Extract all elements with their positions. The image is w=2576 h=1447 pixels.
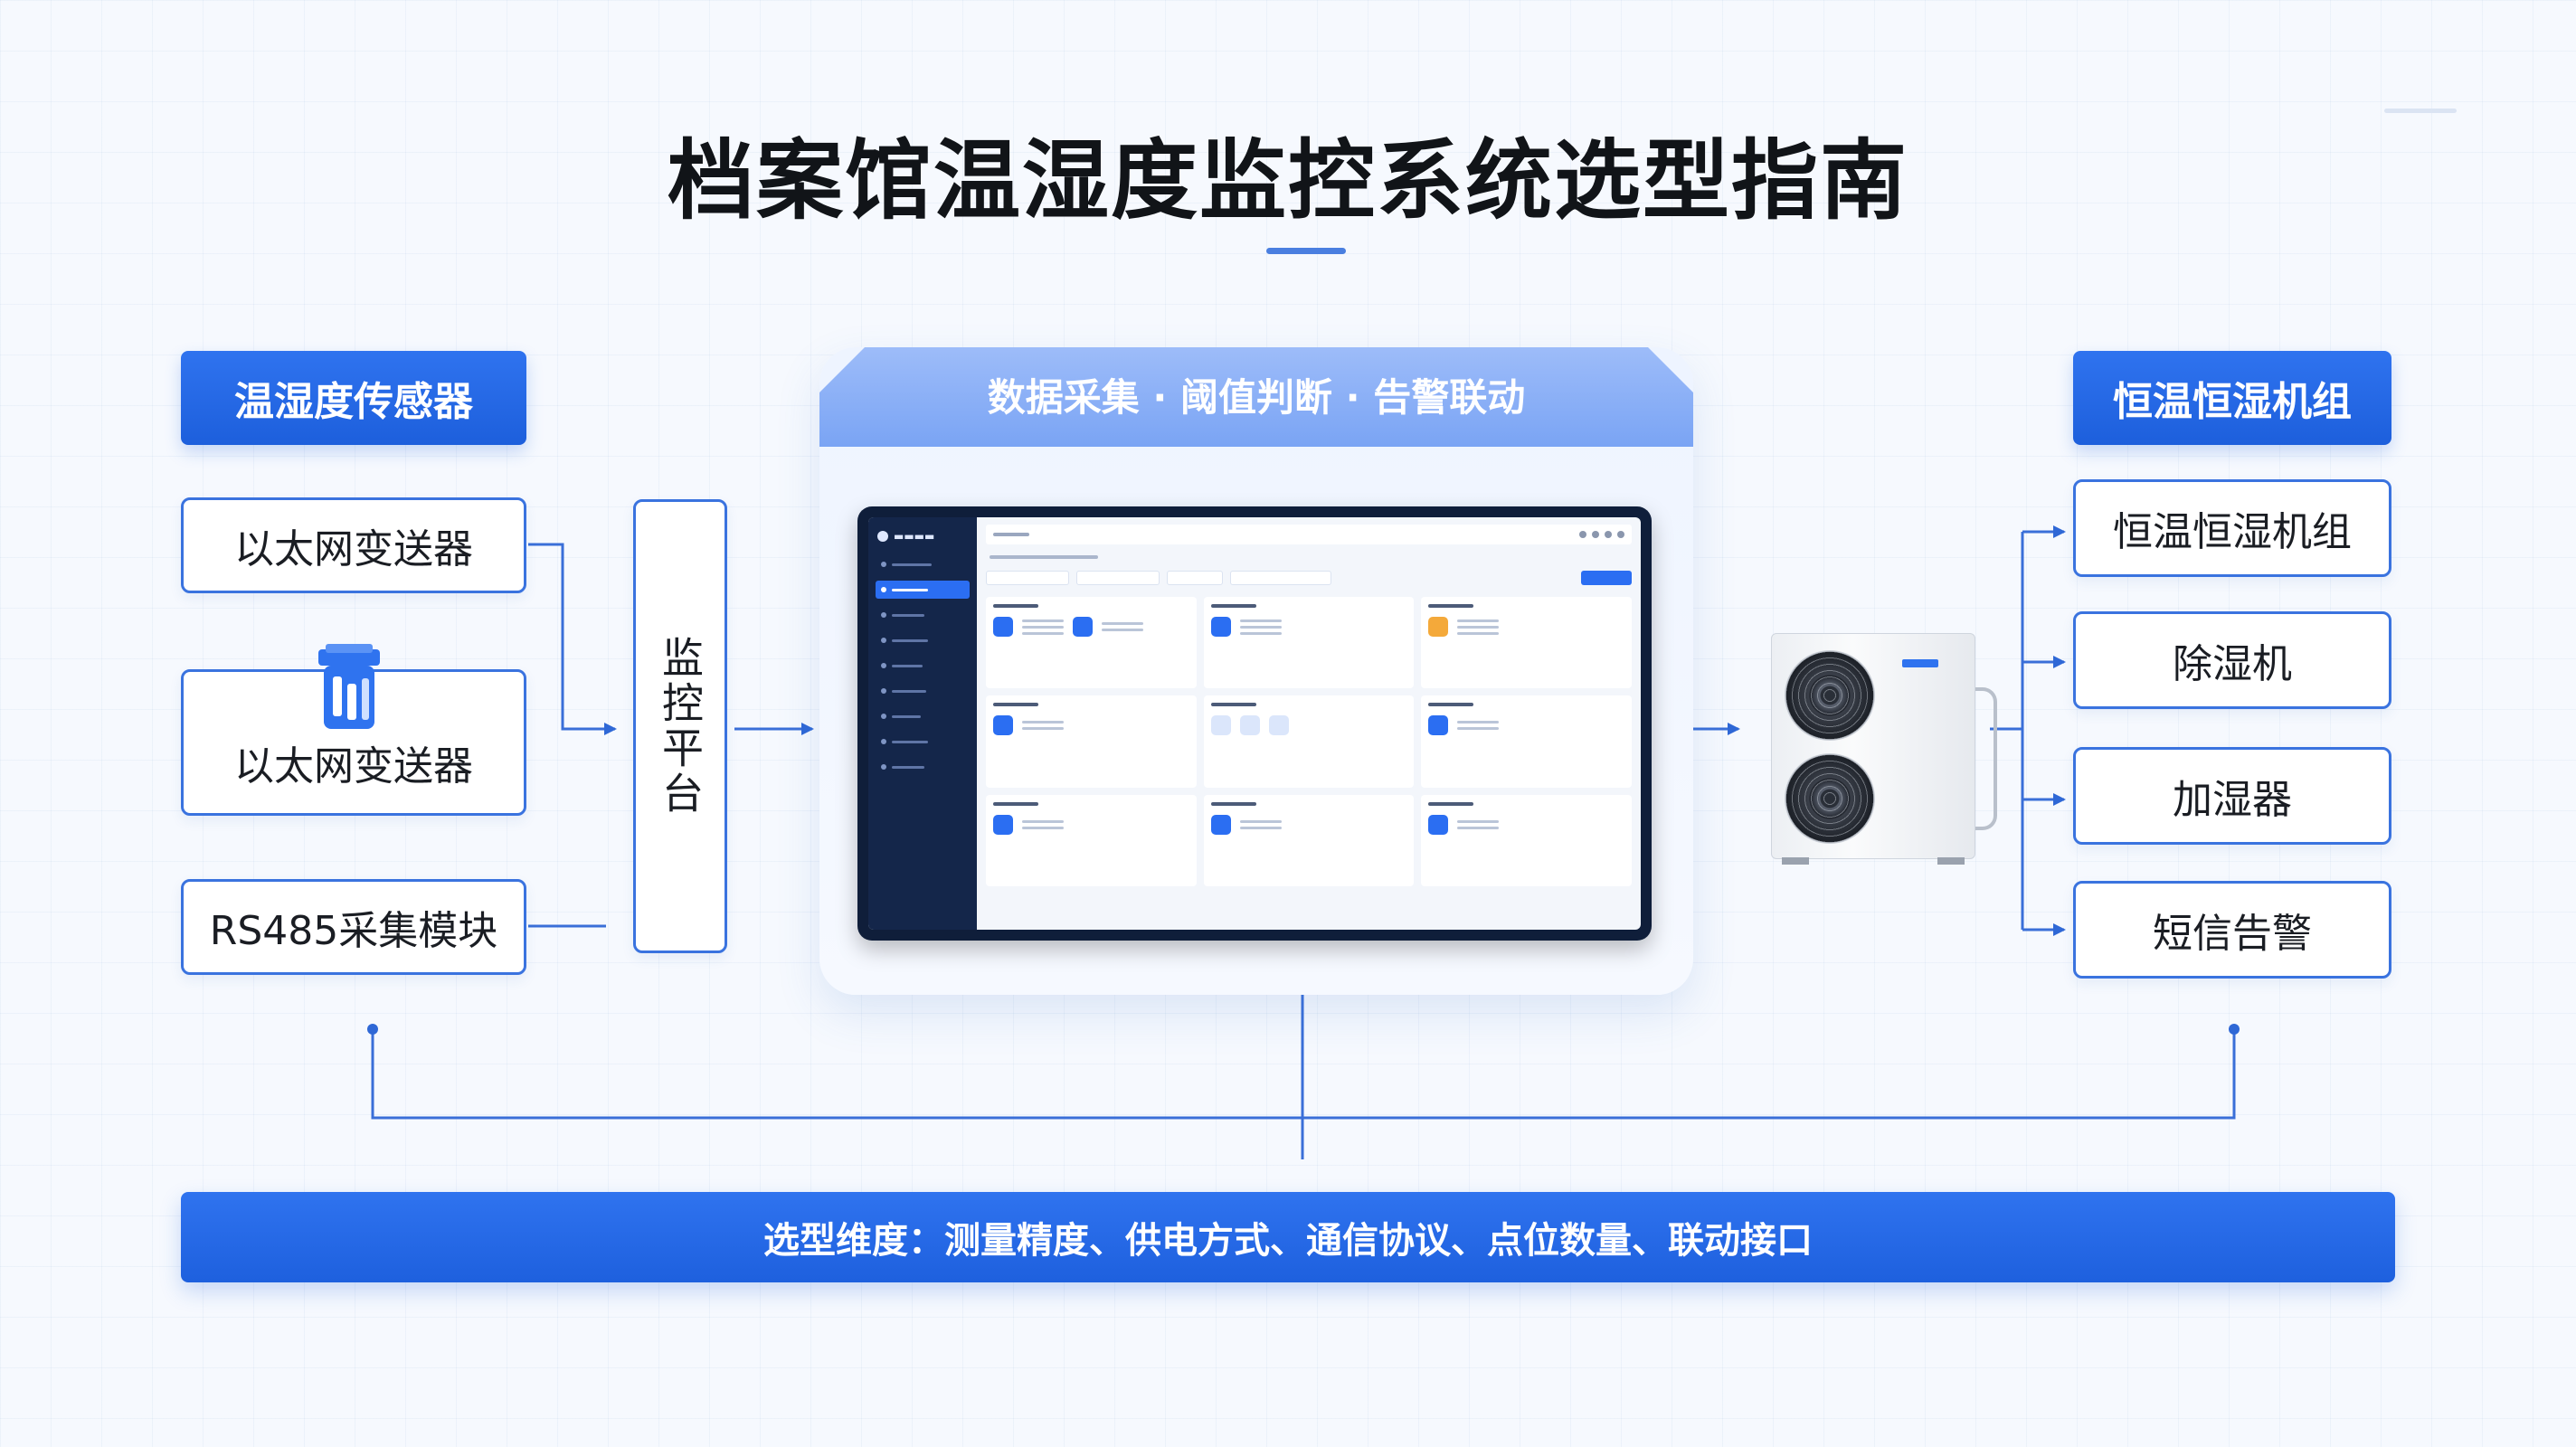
monitoring-platform-box[interactable]: 监控平台 — [633, 499, 727, 953]
equipment-item[interactable]: 加湿器 — [2073, 747, 2391, 845]
ac-foot — [1937, 857, 1965, 865]
outdoor-ac-unit-image — [1771, 633, 1975, 859]
equipment-column-header: 恒温恒湿机组 — [2073, 351, 2391, 445]
center-panel-header-shape — [819, 347, 1693, 447]
equipment-item[interactable]: 恒温恒湿机组 — [2073, 479, 2391, 577]
sensor-column-header: 温湿度传感器 — [181, 351, 526, 445]
equipment-item[interactable]: 除湿机 — [2073, 611, 2391, 709]
selection-dimensions-bar: 选型维度：测量精度、供电方式、通信协议、点位数量、联动接口 — [181, 1192, 2395, 1282]
ac-foot — [1782, 857, 1809, 865]
equipment-item[interactable]: 短信告警 — [2073, 881, 2391, 979]
sensor-icon — [315, 644, 384, 733]
page-title: 档案馆温湿度监控系统选型指南 — [668, 130, 1908, 232]
center-panel-header: 数据采集 · 阈值判断 · 告警联动 — [987, 375, 1526, 420]
title-underline — [1266, 248, 1346, 254]
sensor-item[interactable]: 以太网变送器 — [181, 497, 526, 593]
sensor-item[interactable]: RS485采集模块 — [181, 879, 526, 975]
ac-pipe — [1975, 687, 1997, 830]
dashboard-sidebar: ▬▬▬▬ — [868, 517, 977, 930]
corner-decoration — [2384, 109, 2457, 113]
dashboard-screenshot: ▬▬▬▬ — [857, 506, 1652, 941]
platform-label: 监控平台 — [656, 636, 705, 817]
dashboard-main — [977, 517, 1641, 930]
